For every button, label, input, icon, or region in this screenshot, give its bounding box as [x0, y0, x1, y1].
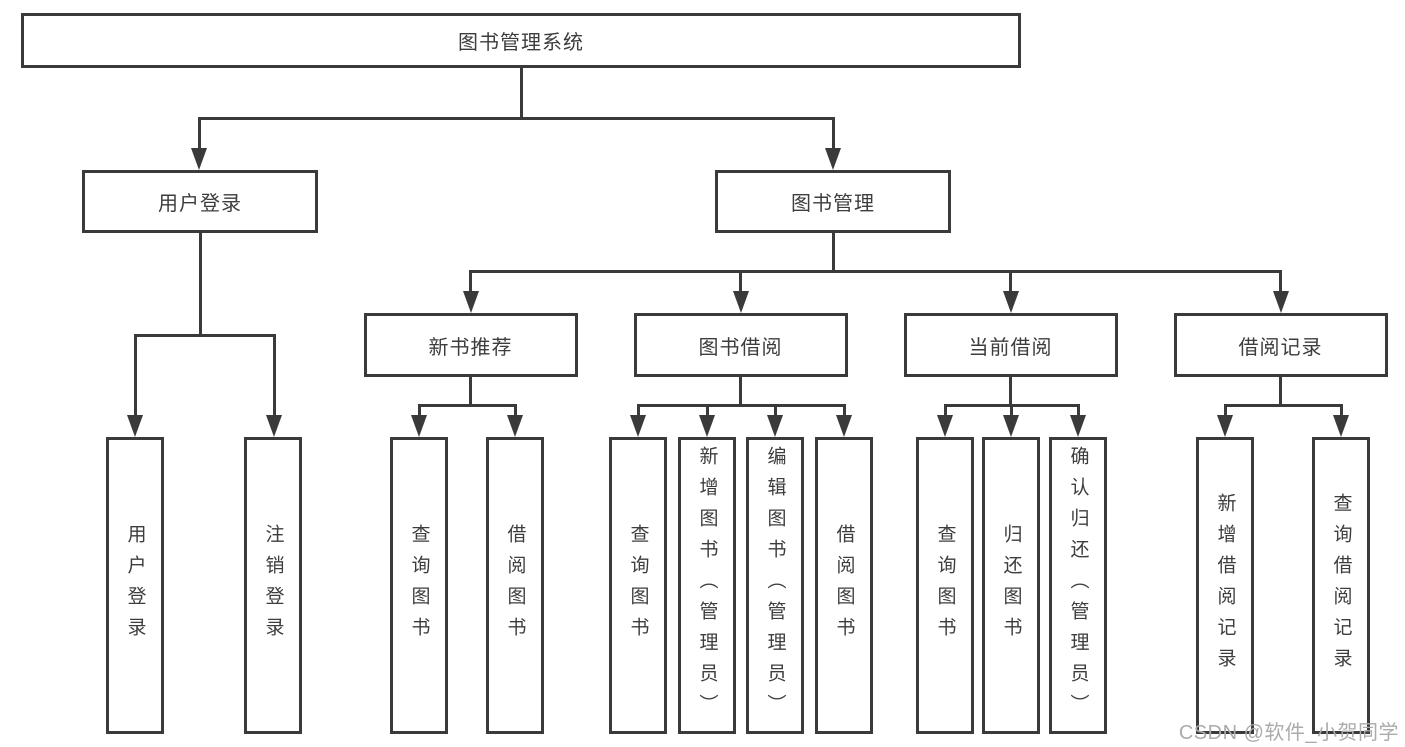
- connector-line: [1339, 404, 1343, 416]
- connector-line: [469, 270, 1282, 273]
- arrowhead-down-icon: [507, 415, 523, 437]
- connector-line: [1279, 270, 1282, 293]
- connector-line: [1009, 377, 1012, 406]
- arrowhead-down-icon: [825, 148, 841, 170]
- connector-line: [636, 404, 846, 407]
- connector-line: [636, 404, 640, 416]
- leaf-label: 查询图书: [934, 523, 956, 648]
- connector-line: [1223, 404, 1227, 416]
- arrowhead-down-icon: [1002, 291, 1019, 313]
- connector-line: [469, 270, 472, 293]
- connector-line: [417, 404, 421, 416]
- connector-line: [705, 404, 709, 416]
- connector-line: [943, 404, 947, 416]
- leaf-label: 查询借阅记录: [1330, 492, 1352, 679]
- leaf-user-login: 用户登录: [106, 437, 164, 734]
- connector-line: [133, 334, 276, 337]
- node-book-borrowing-label: 图书借阅: [698, 336, 783, 359]
- arrowhead-down-icon: [191, 148, 207, 170]
- leaf-logout: 注销登录: [244, 437, 302, 734]
- arrowhead-down-icon: [767, 415, 783, 437]
- leaf-label: 查询图书: [408, 523, 430, 648]
- leaf-add-borrow-record: 新增借阅记录: [1196, 437, 1254, 734]
- leaf-query-books-recommend: 查询图书: [390, 437, 448, 734]
- connector-line: [831, 233, 835, 272]
- leaf-label: 新增借阅记录: [1214, 492, 1236, 679]
- leaf-label: 确认归还（管理员）: [1067, 446, 1089, 725]
- node-new-book-recommendation: 新书推荐: [363, 313, 578, 377]
- node-book-borrowing: 图书借阅: [633, 313, 848, 377]
- connector-line: [1223, 404, 1343, 407]
- node-borrowing-records-label: 借阅记录: [1238, 336, 1323, 359]
- connector-line: [197, 117, 835, 120]
- leaf-label: 编辑图书（管理员）: [764, 446, 786, 725]
- node-user-login-branch: 用户登录: [82, 170, 318, 233]
- leaf-confirm-return-admin: 确认归还（管理员）: [1049, 437, 1107, 734]
- arrowhead-down-icon: [1070, 415, 1086, 437]
- connector-line: [513, 404, 517, 416]
- watermark: CSDN @软件_小贺同学: [1178, 722, 1399, 744]
- leaf-return-books: 归还图书: [982, 437, 1040, 734]
- leaf-label: 注销登录: [262, 523, 284, 648]
- connector-line: [519, 68, 523, 118]
- leaf-query-books-borrowing: 查询图书: [609, 437, 667, 734]
- connector-line: [1009, 270, 1012, 293]
- connector-line: [1009, 404, 1013, 416]
- arrowhead-down-icon: [732, 291, 749, 313]
- leaf-label: 归还图书: [1000, 523, 1022, 648]
- arrowhead-down-icon: [836, 415, 852, 437]
- connector-line: [1279, 377, 1282, 406]
- connector-line: [197, 117, 201, 150]
- node-new-book-recommendation-label: 新书推荐: [428, 336, 513, 359]
- arrowhead-down-icon: [462, 291, 479, 313]
- leaf-edit-book-admin: 编辑图书（管理员）: [746, 437, 804, 734]
- leaf-add-book-admin: 新增图书（管理员）: [678, 437, 736, 734]
- connector-line: [739, 377, 742, 406]
- leaf-label: 查询图书: [627, 523, 649, 648]
- leaf-borrow-books-borrowing: 借阅图书: [815, 437, 873, 734]
- connector-line: [773, 404, 777, 416]
- leaf-query-books-current: 查询图书: [916, 437, 974, 734]
- connector-line: [1076, 404, 1080, 416]
- node-root-label: 图书管理系统: [458, 32, 584, 54]
- node-book-management: 图书管理: [715, 170, 951, 233]
- arrowhead-down-icon: [1003, 415, 1019, 437]
- connector-line: [133, 334, 137, 417]
- node-root: 图书管理系统: [21, 13, 1021, 68]
- node-user-login-label: 用户登录: [158, 193, 242, 215]
- leaf-label: 用户登录: [124, 523, 146, 648]
- arrowhead-down-icon: [411, 415, 427, 437]
- arrowhead-down-icon: [1333, 415, 1349, 437]
- connector-line: [739, 270, 742, 293]
- connector-line: [842, 404, 846, 416]
- connector-line: [831, 117, 835, 150]
- connector-line: [198, 233, 202, 336]
- node-borrowing-records: 借阅记录: [1173, 313, 1388, 377]
- leaf-label: 新增图书（管理员）: [696, 446, 718, 725]
- leaf-label: 借阅图书: [504, 523, 526, 648]
- node-current-borrowing-label: 当前借阅: [968, 336, 1053, 359]
- node-book-management-label: 图书管理: [791, 193, 875, 215]
- arrowhead-down-icon: [699, 415, 715, 437]
- node-current-borrowing: 当前借阅: [903, 313, 1118, 377]
- arrowhead-down-icon: [630, 415, 646, 437]
- leaf-query-borrow-record: 查询借阅记录: [1312, 437, 1370, 734]
- arrowhead-down-icon: [1217, 415, 1233, 437]
- leaf-label: 借阅图书: [833, 523, 855, 648]
- arrowhead-down-icon: [127, 415, 143, 437]
- arrowhead-down-icon: [266, 415, 282, 437]
- connector-line: [272, 334, 276, 417]
- connector-line: [469, 377, 472, 406]
- arrowhead-down-icon: [1272, 291, 1289, 313]
- arrowhead-down-icon: [937, 415, 953, 437]
- leaf-borrow-books-recommend: 借阅图书: [486, 437, 544, 734]
- connector-line: [417, 404, 517, 407]
